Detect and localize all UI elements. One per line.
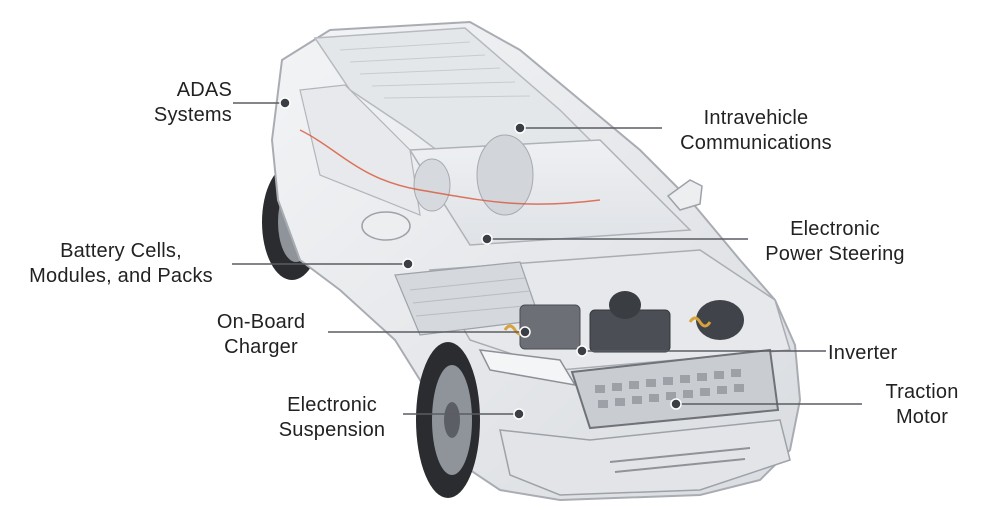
- headlight: [478, 349, 577, 387]
- label-suspension-line-1: Electronic: [287, 394, 377, 416]
- leader-lines: [232, 102, 862, 415]
- label-on-board-charger: On-Board Charger: [195, 310, 327, 360]
- label-electronic-power-steering: Electronic Power Steering: [740, 217, 930, 267]
- charger-unit: [519, 304, 581, 350]
- front-grille: [570, 348, 780, 430]
- label-traction-line-2: Motor: [895, 406, 949, 428]
- front-wheel: [416, 342, 480, 498]
- label-adas-systems: ADAS Systems: [120, 78, 232, 128]
- label-obc-line-1: On-Board: [216, 311, 306, 333]
- wiring-harness: [299, 129, 601, 205]
- label-adas-line-2: Systems: [153, 104, 232, 126]
- left-mirror: [361, 211, 411, 241]
- label-battery-cells: Battery Cells, Modules, and Packs: [10, 239, 232, 289]
- label-intravehicle-communications: Intravehicle Communications: [650, 106, 862, 156]
- marker-traction: [670, 398, 682, 410]
- markers: [279, 97, 682, 420]
- right-mirror: [666, 179, 703, 211]
- label-eps-line-1: Electronic: [790, 218, 880, 240]
- label-inverter-line-1: Inverter: [828, 342, 898, 364]
- marker-eps: [481, 233, 493, 245]
- label-traction-motor: Traction Motor: [862, 380, 982, 430]
- marker-obc: [519, 326, 531, 338]
- label-battery-line-2: Modules, and Packs: [29, 265, 213, 287]
- marker-suspension: [513, 408, 525, 420]
- label-intravehicle-line-2: Communications: [680, 132, 832, 154]
- label-eps-line-2: Power Steering: [765, 243, 905, 265]
- label-traction-line-1: Traction: [885, 381, 959, 403]
- label-electronic-suspension: Electronic Suspension: [262, 393, 402, 443]
- marker-intravehicle: [514, 122, 526, 134]
- marker-adas: [279, 97, 291, 109]
- label-suspension-line-2: Suspension: [278, 419, 386, 441]
- label-adas-line-1: ADAS: [176, 79, 232, 101]
- marker-inverter: [576, 345, 588, 357]
- label-obc-line-2: Charger: [224, 336, 298, 358]
- label-inverter: Inverter: [828, 341, 928, 366]
- label-intravehicle-line-1: Intravehicle: [703, 107, 809, 129]
- marker-battery: [402, 258, 414, 270]
- label-battery-line-1: Battery Cells,: [60, 240, 182, 262]
